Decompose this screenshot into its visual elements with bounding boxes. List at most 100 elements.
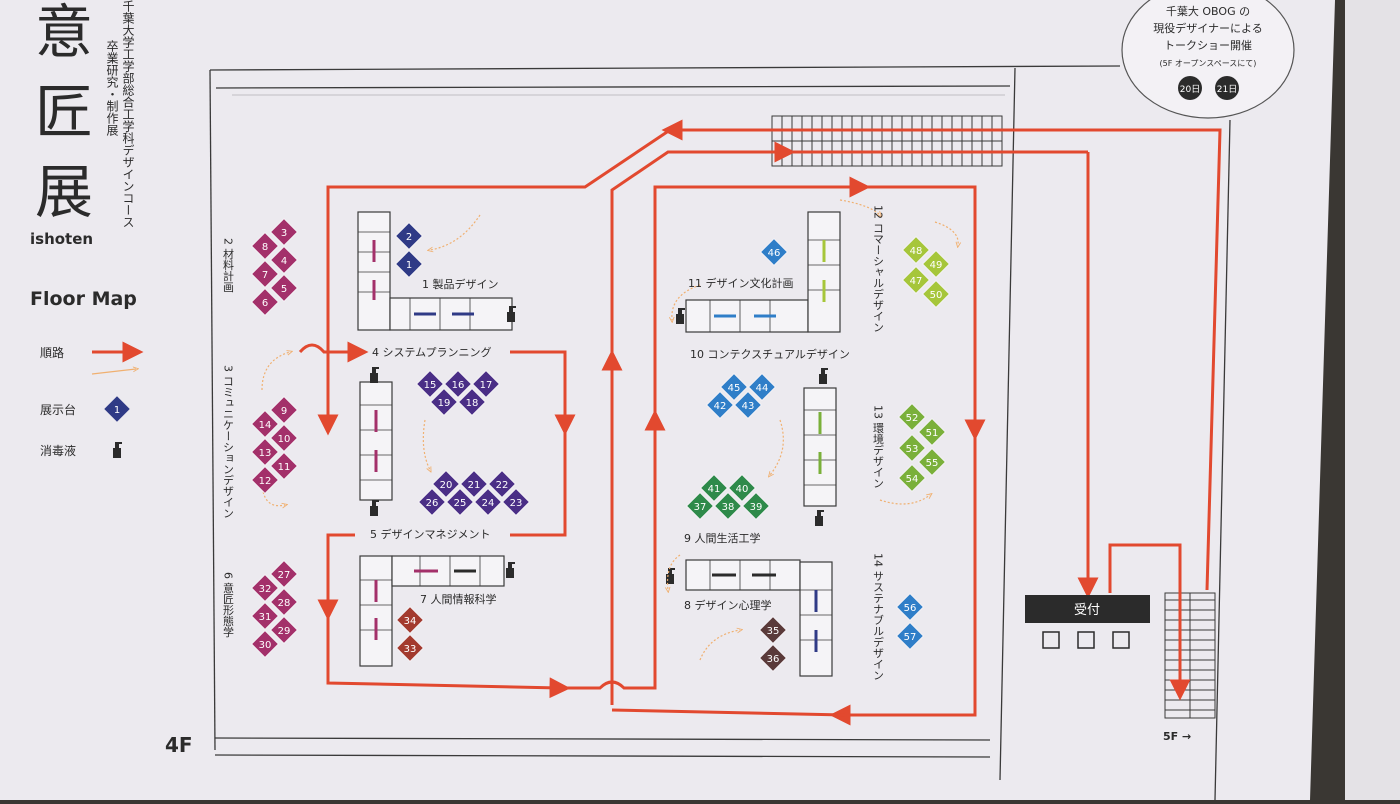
title-subtitle-line-2: 卒業研究・制作展 [105,40,119,136]
stand-number: 7 [262,270,268,281]
stand-14: 14 [250,409,280,439]
stand-number: 55 [926,458,939,469]
stand-49: 49 [921,249,951,279]
event-line-1: 千葉大 OBOG の [1166,4,1250,18]
stand-28: 28 [269,587,299,617]
stand-number: 49 [930,260,943,271]
stand-number: 21 [468,480,481,491]
route-segment-bottom [326,605,571,699]
stand-13: 13 [250,437,280,467]
stand-6: 6 [250,287,280,317]
stand-number: 39 [750,502,763,513]
title-romaji: ishoten [30,230,93,248]
route-crossing [555,409,666,690]
stand-number: 36 [767,654,780,665]
stand-number: 56 [904,603,917,614]
stand-number: 28 [278,598,291,609]
reception-seat [1112,631,1130,649]
stand-42: 42 [705,390,735,420]
stand-number: 45 [728,383,741,394]
reception-label: 受付 [1074,603,1100,618]
stand-number: 2 [406,232,412,243]
stand-55: 55 [917,447,947,477]
section-label-4: 4 システムプランニング [372,345,492,359]
section-label-11: 11 デザイン文化計画 [688,276,794,290]
stand-20: 20 [431,469,461,499]
route-segment-4b [510,350,576,436]
event-day-badge-1 [1178,76,1202,100]
event-day-1: 20日 [1180,84,1200,95]
stand-number: 48 [910,246,923,257]
stand-number: 13 [259,448,272,459]
stand-number: 11 [278,462,291,473]
title-char: 展 [35,158,93,226]
stand-number: 30 [259,640,272,651]
disinfectant-bottles [370,306,828,584]
stand-27: 27 [269,559,299,589]
stand-4: 4 [269,245,299,275]
stand-number: 50 [930,290,943,301]
stairs-top [771,115,1003,167]
legend: Floor Map 順路 展示台 1 消毒液 [30,288,144,458]
reception-seat [1042,631,1060,649]
stand-number: 35 [767,626,780,637]
stand-number: 53 [906,444,919,455]
stand-number: 34 [404,616,417,627]
floor-map-heading: Floor Map [30,288,137,310]
disinfectant-icon [370,367,379,383]
stand-number: 22 [496,480,509,491]
floor-label: 4F [165,733,193,757]
stand-number: 44 [756,383,769,394]
title-char: 匠 [35,78,93,146]
secondary-flow-arrows [261,199,958,661]
event-note: (5F オープンスペースにて) [1160,59,1257,68]
stand-47: 47 [901,265,931,295]
stand-number: 27 [278,570,291,581]
table-markers [372,240,826,652]
legend-disinfectant-label: 消毒液 [40,443,76,458]
disinfectant-icon [507,306,516,322]
stand-26: 26 [417,487,447,517]
stand-5: 5 [269,273,299,303]
stand-number: 5 [281,284,287,295]
section-label-9: 9 人間生活工学 [684,531,761,545]
disinfectant-icon [676,308,685,324]
legend-secondary-arrow [91,369,136,375]
stand-23: 23 [501,487,531,517]
stand-number: 32 [259,584,272,595]
stand-number: 15 [424,380,437,391]
stand-12: 12 [250,465,280,495]
stand-29: 29 [269,615,299,645]
legend-stand-icon: 1 [104,396,130,422]
title-subtitle-line-1: 千葉大学工学部総合工学科デザインコース [121,0,135,228]
legend-stand-label: 展示台 [40,402,76,417]
stand-30: 30 [250,629,280,659]
stand-number: 8 [262,242,268,253]
stand-number: 3 [281,228,287,239]
disinfectant-icon [370,500,379,516]
stand-number: 4 [281,256,287,267]
stands-1: 21 [394,221,424,279]
stand-number: 12 [259,476,272,487]
section-label-3: 3 コミュニケーションデザイン [222,365,235,519]
route-segment-5b [317,533,355,621]
stand-7: 7 [250,259,280,289]
stand-number: 16 [452,380,465,391]
stand-22: 22 [487,469,517,499]
event-line-3: トークショー開催 [1164,38,1252,52]
stand-35: 35 [758,615,788,645]
stand-number: 46 [768,248,781,259]
event-bubble: 千葉大 OBOG の 現役デザイナーによる トークショー開催 (5F オープンス… [1121,0,1295,119]
stands-8: 35 36 [758,615,788,673]
stand-1: 1 [394,249,424,279]
event-line-2: 現役デザイナーによる [1153,21,1262,35]
stand-number: 40 [736,484,749,495]
stands-2: 8 3 7 4 65 [250,217,299,317]
section-label-2: 2 材料計画 [222,238,235,293]
stand-number: 19 [438,398,451,409]
stands-11: 46 [759,237,789,267]
stand-37: 37 [685,491,715,521]
